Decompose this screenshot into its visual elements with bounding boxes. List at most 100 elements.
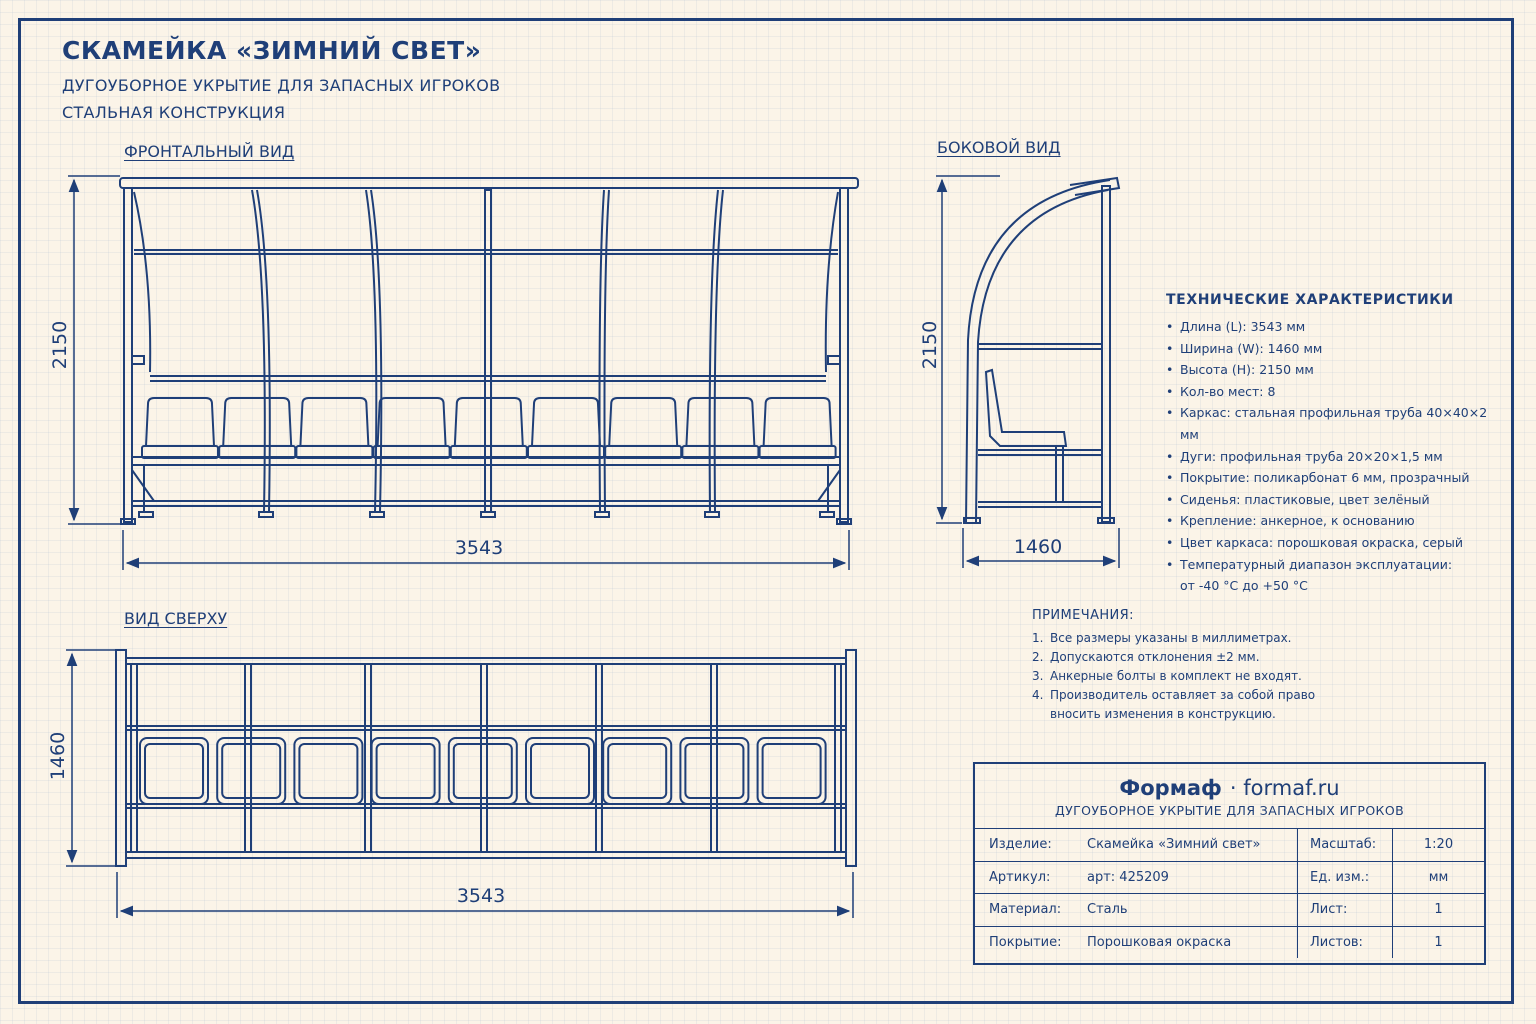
- cell-value: 1:20: [1392, 829, 1484, 862]
- brand-line: Формаф · formaf.ru: [975, 764, 1484, 800]
- brand-name: Формаф: [1119, 776, 1222, 800]
- spec-item-continuation: от -40 °С до +50 °С: [1180, 578, 1308, 594]
- cell-key: Артикул:: [975, 861, 1087, 894]
- spec-item: Длина (L): 3543 мм: [1166, 316, 1506, 338]
- cell-key: Масштаб:: [1297, 829, 1393, 862]
- spec-item: Ширина (W): 1460 мм: [1166, 338, 1506, 360]
- front-center-post: [484, 189, 492, 513]
- spec-item: Сиденья: пластиковые, цвет зелёный: [1166, 489, 1506, 511]
- top-end-left: [115, 649, 127, 867]
- cell-key: Материал:: [975, 893, 1087, 927]
- front-seats: [141, 397, 837, 459]
- note-item: 4.Производитель оставляет за собой право: [1032, 688, 1316, 702]
- front-seat: [527, 397, 605, 459]
- top-outline: [125, 657, 847, 859]
- top-cross-member: [244, 663, 252, 853]
- cell-value: 1: [1434, 934, 1443, 950]
- front-seat: [449, 397, 528, 459]
- side-arc-inner: [975, 189, 1109, 523]
- top-dimensions: [66, 649, 854, 918]
- top-view-label: ВИД СВЕРХУ: [124, 609, 228, 628]
- cell-key: Листов:: [1297, 926, 1393, 958]
- front-seat: [372, 397, 451, 459]
- spec-item: Кол-во мест: 8: [1166, 381, 1506, 403]
- drawing-frame: [18, 18, 1514, 1004]
- side-view: [963, 176, 1121, 524]
- specs-title: ТЕХНИЧЕСКИЕ ХАРАКТЕРИСТИКИ: [1166, 292, 1454, 308]
- note-item: 1.Все размеры указаны в миллиметрах.: [1032, 631, 1292, 645]
- front-arch: [708, 189, 719, 513]
- top-seat: [216, 737, 287, 805]
- side-roof-tip: [1069, 176, 1121, 196]
- top-seat: [447, 737, 518, 805]
- top-seat: [679, 737, 750, 805]
- spec-item: Дуги: профильная труба 20×20×1,5 мм: [1166, 446, 1506, 468]
- spec-item: Покрытие: поликарбонат 6 мм, прозрачный: [1166, 467, 1506, 489]
- side-width-value: 1460: [1014, 536, 1062, 558]
- page-subtitle: ДУГОУБОРНОЕ УКРЫТИЕ ДЛЯ ЗАПАСНЫХ ИГРОКОВ: [62, 76, 501, 95]
- brand-site: · formaf.ru: [1229, 776, 1340, 800]
- front-arch: [251, 189, 266, 513]
- table-row: Покрытие: Порошковая окраска Листов: 1: [975, 926, 1484, 958]
- front-seat: [758, 397, 837, 459]
- cell-key: Лист:: [1297, 893, 1393, 927]
- front-view-label: ФРОНТАЛЬНЫЙ ВИД: [124, 142, 295, 161]
- title-block-header: Формаф · formaf.ru ДУГОУБОРНОЕ УКРЫТИЕ ДЛ…: [975, 764, 1484, 829]
- front-seat: [295, 397, 374, 459]
- side-height-value: 2150: [919, 321, 941, 369]
- front-height-value: 2150: [49, 321, 71, 369]
- front-arch: [598, 189, 605, 513]
- front-dimensions: [68, 175, 850, 570]
- front-arc-left: [133, 191, 152, 373]
- front-post-left: [123, 187, 133, 523]
- specs-panel: ТЕХНИЧЕСКИЕ ХАРАКТЕРИСТИКИ Длина (L): 35…: [1166, 292, 1506, 597]
- cell-value: Порошковая окраска: [1087, 926, 1298, 958]
- product-type: ДУГОУБОРНОЕ УКРЫТИЕ ДЛЯ ЗАПАСНЫХ ИГРОКОВ: [1054, 803, 1405, 818]
- cell-value: Скамейка «Зимний свет»: [1087, 829, 1298, 862]
- title-block: Формаф · formaf.ru ДУГОУБОРНОЕ УКРЫТИЕ ДЛ…: [973, 762, 1486, 965]
- front-post-right: [839, 187, 849, 523]
- top-end-right: [845, 649, 857, 867]
- note-item: вносить изменения в конструкцию.: [1050, 707, 1276, 721]
- cell-key: Ед. изм.:: [1297, 861, 1393, 894]
- note-item: 3.Анкерные болты в комплект не входят.: [1032, 669, 1302, 683]
- table-row: Изделие: Скамейка «Зимний свет» Масштаб:…: [975, 829, 1484, 862]
- front-arc-right: [824, 191, 839, 373]
- spec-item: Цвет каркаса: порошковая окраска, серый: [1166, 532, 1506, 554]
- top-seat: [525, 737, 595, 805]
- top-seat: [370, 737, 441, 805]
- front-view: [119, 177, 859, 525]
- spec-item: Каркас: стальная профильная труба 40×40×…: [1166, 402, 1506, 445]
- notes-panel: ПРИМЕЧАНИЯ: 1.Все размеры указаны в милл…: [1032, 608, 1332, 724]
- front-arch: [365, 189, 378, 513]
- spec-item: Температурный диапазон эксплуатации:: [1166, 554, 1506, 576]
- top-seats: [139, 737, 827, 805]
- top-seat: [602, 737, 673, 805]
- front-seat: [218, 397, 297, 459]
- cell-value: мм: [1392, 861, 1484, 894]
- top-view: [115, 649, 857, 867]
- side-view-label: БОКОВОЙ ВИД: [937, 138, 1061, 157]
- side-post: [1101, 185, 1111, 523]
- table-row: Артикул: арт: 425209 Ед. изм.: мм: [975, 861, 1484, 894]
- spec-item: Высота (H): 2150 мм: [1166, 359, 1506, 381]
- note-item: 2.Допускаются отклонения ±2 мм.: [1032, 650, 1260, 664]
- spec-item: Крепление: анкерное, к основанию: [1166, 510, 1506, 532]
- cell-value: арт: 425209: [1087, 861, 1298, 894]
- front-width-value: 3543: [455, 537, 503, 559]
- cell-value: 1: [1392, 893, 1484, 927]
- cell-key: Покрытие:: [989, 934, 1062, 950]
- top-cross-member: [595, 663, 603, 853]
- top-seat: [293, 737, 364, 805]
- front-roof: [119, 177, 859, 189]
- cell-key: Изделие:: [975, 829, 1087, 862]
- side-dimensions: [936, 175, 1120, 568]
- top-height-value: 1460: [47, 732, 69, 780]
- side-arc-outer: [965, 179, 1111, 523]
- page-title: СКАМЕЙКА «ЗИМНИЙ СВЕТ»: [62, 36, 482, 65]
- notes-title: ПРИМЕЧАНИЯ:: [1032, 608, 1134, 623]
- side-seat-leg: [1055, 445, 1064, 503]
- top-seat: [139, 737, 209, 805]
- table-row: Материал: Сталь Лист: 1: [975, 893, 1484, 927]
- side-seat: [984, 368, 1068, 447]
